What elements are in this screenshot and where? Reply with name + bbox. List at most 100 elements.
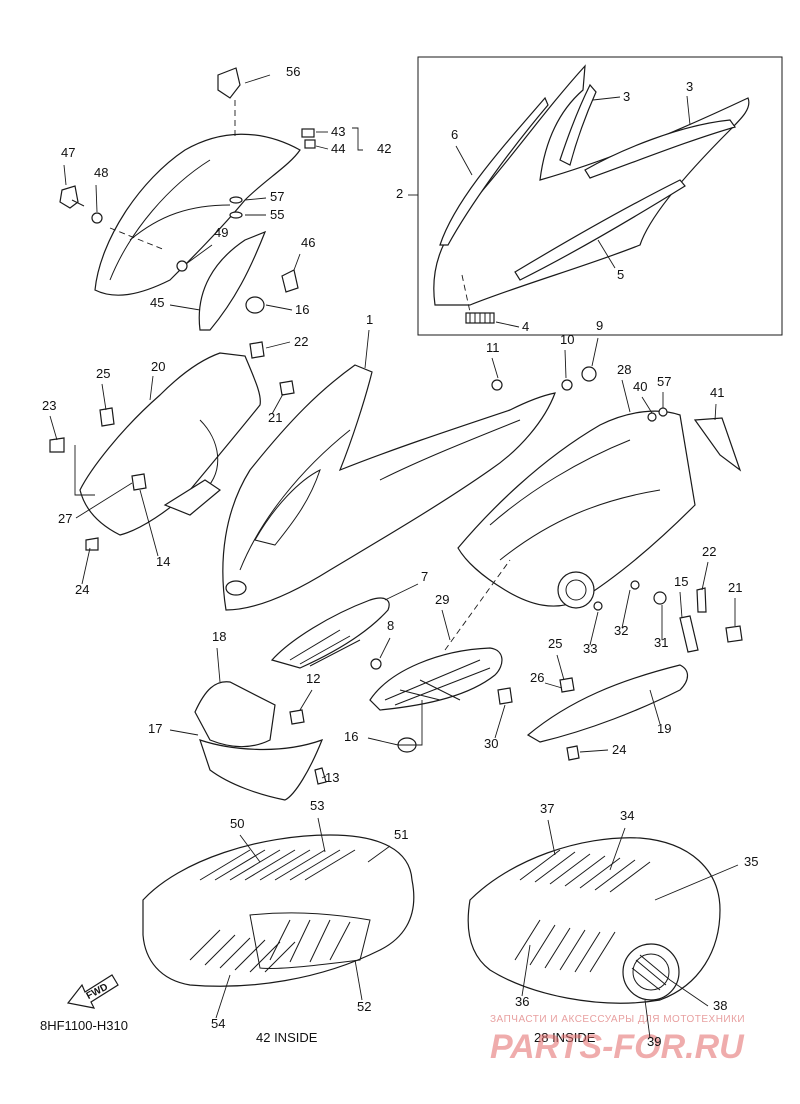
drawing-code: 8HF1100-H310: [40, 1018, 128, 1033]
callout-35: 35: [744, 854, 758, 869]
leader-line-9: [591, 337, 599, 367]
inside-view-28: [467, 837, 721, 1004]
callout-36: 36: [515, 994, 529, 1009]
inset-box-part-2: [417, 56, 783, 336]
leader-line-52: [354, 959, 363, 1001]
leader-line-54: [215, 974, 231, 1019]
callout-20: 20: [151, 359, 165, 374]
callout-1: 1: [366, 312, 373, 327]
callout-23: 23: [42, 398, 56, 413]
leader-line-15: [679, 591, 683, 619]
leader-line-46: [293, 253, 301, 271]
leader-line-16: [367, 700, 423, 746]
leader-line-23: [49, 415, 58, 441]
leader-line-11: [491, 357, 499, 379]
leader-line-6: [455, 145, 473, 176]
leader-line-53: [317, 817, 326, 853]
callout-30: 30: [484, 736, 498, 751]
callout-41: 41: [710, 385, 724, 400]
leader-line-50: [239, 834, 261, 863]
leader-line-7: [384, 583, 419, 601]
callout-12: 12: [306, 671, 320, 686]
leader-line-37: [547, 819, 556, 856]
leader-line-3: [592, 96, 621, 101]
callout-52: 52: [357, 999, 371, 1014]
callout-22: 22: [702, 544, 716, 559]
leader-line-42: [352, 127, 363, 151]
callout-42: 42: [377, 141, 391, 156]
leader-line-17: [169, 729, 199, 736]
caption-42-inside: 42 INSIDE: [256, 1030, 318, 1045]
leader-line-3: [686, 95, 691, 126]
watermark-tagline: ЗАПЧАСТИ И АКСЕССУАРЫ ДЛЯ МОТОТЕХНИКИ: [490, 1014, 745, 1025]
leader-line-10: [564, 349, 567, 379]
main-fairing-part-1: [222, 364, 556, 611]
callout-13: 13: [325, 770, 339, 785]
leader-line-49: [185, 244, 213, 265]
callout-44: 44: [331, 141, 345, 156]
leader-line-51: [367, 845, 391, 863]
caption-28-inside: 28 INSIDE: [534, 1030, 596, 1045]
leader-line-36: [521, 944, 531, 997]
callout-53: 53: [310, 798, 324, 813]
callout-11: 11: [486, 340, 500, 355]
callout-34: 34: [620, 808, 634, 823]
leader-line-1: [364, 329, 370, 369]
callout-26: 26: [530, 670, 544, 685]
callout-10: 10: [560, 332, 574, 347]
leader-line-18: [216, 647, 221, 683]
callout-3: 3: [623, 89, 630, 104]
callout-56: 56: [286, 64, 300, 79]
callout-25: 25: [548, 636, 562, 651]
leader-line-35: [654, 864, 739, 901]
callout-33: 33: [583, 641, 597, 656]
leader-line-39: [644, 999, 651, 1039]
grille-parts: [270, 559, 513, 753]
callout-3: 3: [686, 79, 693, 94]
callout-5: 5: [617, 267, 624, 282]
callout-18: 18: [212, 629, 226, 644]
callout-17: 17: [148, 721, 162, 736]
leader-line-56: [244, 74, 271, 84]
callout-15: 15: [674, 574, 688, 589]
leader-line-8: [379, 637, 391, 659]
leader-line-57: [244, 197, 267, 201]
callout-37: 37: [540, 801, 554, 816]
leader-line-44: [315, 145, 329, 150]
callout-51: 51: [394, 827, 408, 842]
callout-47: 47: [61, 145, 75, 160]
callout-54: 54: [211, 1016, 225, 1031]
leader-line-26: [544, 682, 563, 689]
callout-21: 21: [268, 410, 282, 425]
leader-line-25: [101, 383, 107, 411]
leader-line-12: [299, 689, 313, 711]
callout-31: 31: [654, 635, 668, 650]
callout-21: 21: [728, 580, 742, 595]
leader-line-30: [494, 704, 506, 739]
leader-line-34: [609, 827, 626, 871]
leader-line-47: [63, 164, 67, 186]
inner-panel-part-20: [49, 341, 295, 551]
callout-9: 9: [596, 318, 603, 333]
callout-24: 24: [75, 582, 89, 597]
leader-line-20: [149, 375, 154, 401]
callout-6: 6: [451, 127, 458, 142]
inside-view-42: [142, 834, 415, 987]
callout-29: 29: [435, 592, 449, 607]
leader-lines: [49, 74, 739, 1039]
leader-line-45: [169, 304, 201, 311]
callout-16: 16: [295, 302, 309, 317]
callout-32: 32: [614, 623, 628, 638]
callout-55: 55: [270, 207, 284, 222]
callout-57: 57: [657, 374, 671, 389]
leader-line-4: [495, 321, 520, 328]
fwd-label: FWD: [85, 982, 110, 1002]
callout-25: 25: [96, 366, 110, 381]
leader-line-28: [621, 379, 631, 413]
callout-43: 43: [331, 124, 345, 139]
callout-50: 50: [230, 816, 244, 831]
lower-cover-part-19: [526, 615, 699, 761]
callout-4: 4: [522, 319, 529, 334]
